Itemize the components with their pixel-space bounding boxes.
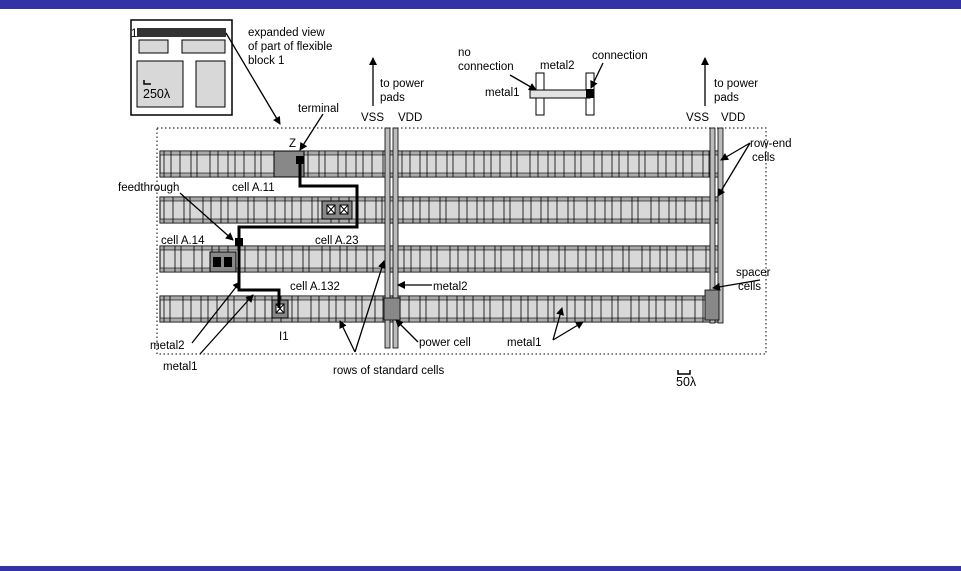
row-end-cells-label-2: cells	[752, 152, 775, 164]
cell-a23-label: cell A.23	[315, 235, 358, 247]
bottom-frame-bar	[0, 566, 961, 571]
flexible-block-outline	[156, 127, 767, 355]
connection-label: connection	[592, 50, 648, 62]
inset-scale-label: 250λ	[143, 87, 171, 101]
inset-expanded-view: 1 250λ	[130, 19, 233, 116]
no-connection-label-1: no	[458, 47, 471, 59]
to-power-pads-2a: to power	[714, 78, 758, 90]
to-power-pads-2b: pads	[714, 92, 739, 104]
to-power-pads-1a: to power	[380, 78, 424, 90]
metal1-right-label: metal1	[507, 337, 542, 349]
spacer-cells-label-2: cells	[738, 281, 761, 293]
i1-label: I1	[279, 331, 289, 343]
feedthrough-label: feedthrough	[118, 182, 179, 194]
expanded-view-label-3: block 1	[248, 55, 284, 67]
metal1-legend-label: metal1	[485, 87, 520, 99]
spacer-cell	[704, 289, 720, 321]
rows-std-cells-label: rows of standard cells	[333, 365, 444, 377]
cell-a14-label: cell A.14	[161, 235, 205, 247]
scale-bar-50	[677, 370, 691, 375]
metal2-mid-label: metal2	[433, 281, 468, 293]
standard-cell-row	[159, 245, 723, 273]
vdd-label-2: VDD	[721, 112, 745, 124]
scale-50-label: 50λ	[676, 375, 697, 389]
power-cell-label: power cell	[419, 337, 471, 349]
cell-rows	[159, 150, 723, 323]
vss-label-1: VSS	[361, 112, 384, 124]
z-label: Z	[289, 138, 296, 150]
top-frame-bar	[0, 0, 961, 9]
no-connection-label-2: connection	[458, 61, 514, 73]
vdd-label-1: VDD	[398, 112, 422, 124]
power-cell	[383, 297, 401, 321]
inset-number: 1	[131, 28, 137, 40]
spacer-cells-label-1: spacer	[736, 267, 771, 279]
metal1-left-label: metal1	[163, 361, 198, 373]
metal2-left-label: metal2	[150, 340, 185, 352]
metal-legend	[529, 72, 595, 116]
annotation-arrows	[179, 32, 761, 355]
expanded-view-label-2: of part of flexible	[248, 41, 332, 53]
terminal-label: terminal	[298, 103, 339, 115]
cell-a11-label: cell A.11	[232, 182, 275, 194]
row-end-cells-label-1: row-end	[750, 138, 792, 150]
vss-label-2: VSS	[686, 112, 709, 124]
power-strips	[383, 127, 724, 349]
to-power-pads-1b: pads	[380, 92, 405, 104]
labels: expanded view of part of flexible block …	[118, 27, 792, 389]
metal2-legend-label: metal2	[540, 60, 575, 72]
expanded-view-label-1: expanded view	[248, 27, 325, 39]
cell-a132-label: cell A.132	[290, 281, 340, 293]
routed-net	[235, 156, 359, 308]
